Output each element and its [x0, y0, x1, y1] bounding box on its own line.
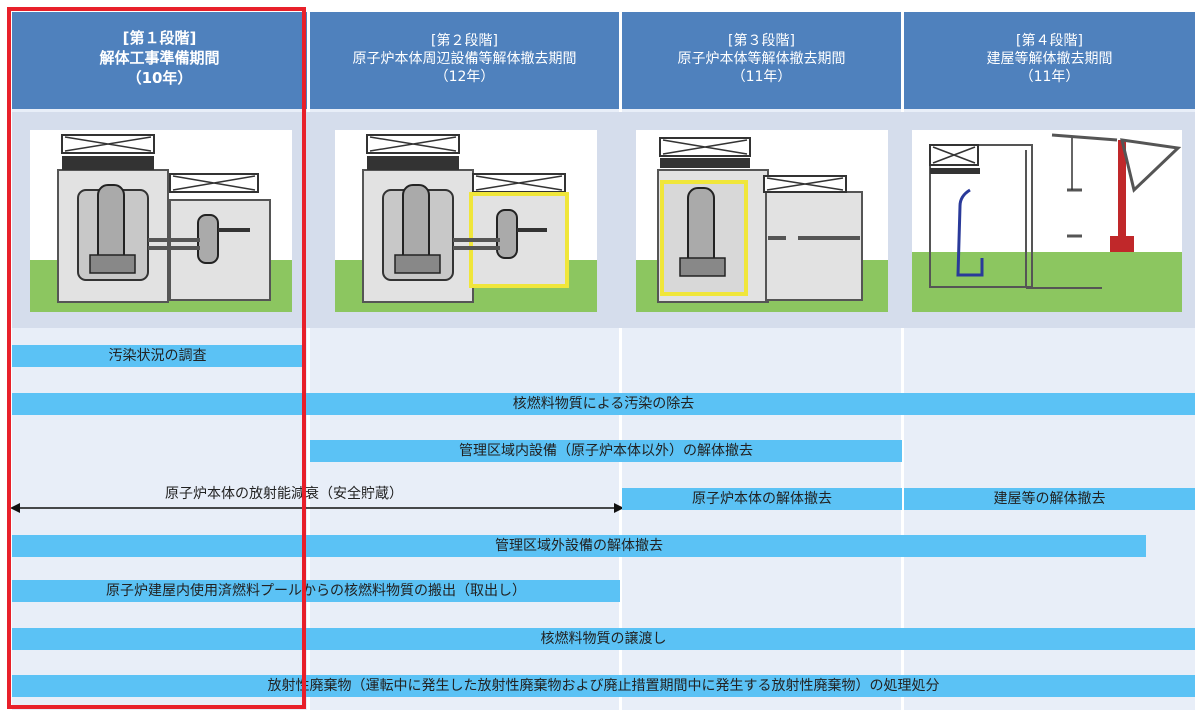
phase-3-duration: （11年）	[731, 69, 792, 85]
phase-1-highlight-frame	[7, 7, 306, 709]
decay-label: 原子炉本体の放射能減衰（安全貯蔵）	[165, 486, 403, 502]
plant-illustration-phase-4	[912, 130, 1182, 312]
task-bar-decontamination: 核燃料物質による汚染の除去	[12, 393, 1195, 415]
phase-header-4: [第４段階] 建屋等解体撤去期間 （11年）	[904, 12, 1195, 109]
task-bar-waste: 放射性廃棄物（運転中に発生した放射性廃棄物および廃止措置期間中に発生する放射性廃…	[12, 675, 1195, 697]
plant-illustration-phase-2	[335, 130, 597, 312]
task-bar-fuel-transfer: 核燃料物質の譲渡し	[12, 628, 1195, 650]
plant-drawing-3	[636, 137, 888, 312]
phase-3-title: 原子炉本体等解体撤去期間	[677, 51, 846, 67]
phase-header-2: [第２段階] 原子炉本体周辺設備等解体撤去期間 （12年）	[310, 12, 619, 109]
phase-header-3: [第３段階] 原子炉本体等解体撤去期間 （11年）	[622, 12, 901, 109]
phase-header-1: [第１段階] 解体工事準備期間 （10年）	[12, 12, 307, 109]
plant-illustration-phase-1	[30, 130, 292, 312]
task-bar-building-removal: 建屋等の解体撤去	[904, 488, 1195, 510]
phase-1-duration: （10年）	[126, 69, 193, 87]
plant-drawing-1	[30, 134, 292, 312]
phase-2-duration: （12年）	[434, 69, 495, 85]
task-bar-reactor-removal: 原子炉本体の解体撤去	[622, 488, 902, 510]
decay-arrow	[10, 503, 624, 513]
phase-4-stage: [第４段階]	[1016, 33, 1083, 49]
phase-4-title: 建屋等解体撤去期間	[986, 51, 1113, 67]
task-bar-fuel-pool: 原子炉建屋内使用済燃料プールからの核燃料物質の搬出（取出し）	[12, 580, 620, 602]
task-bar-controlled-inside: 管理区域内設備（原子炉本体以外）の解体撤去	[310, 440, 902, 462]
phase-1-title: 解体工事準備期間	[99, 49, 220, 67]
plant-drawing-4	[912, 133, 1182, 312]
plant-illustration-phase-3	[636, 130, 888, 312]
task-bar-controlled-outside: 管理区域外設備の解体撤去	[12, 535, 1146, 557]
phase-3-stage: [第３段階]	[728, 33, 795, 49]
phase-2-title: 原子炉本体周辺設備等解体撤去期間	[352, 51, 577, 67]
task-bar-survey: 汚染状況の調査	[12, 345, 303, 367]
phase-1-stage: [第１段階]	[122, 29, 197, 47]
phase-2-stage: [第２段階]	[431, 33, 498, 49]
plant-drawing-2	[335, 134, 597, 312]
phase-4-duration: （11年）	[1019, 69, 1080, 85]
